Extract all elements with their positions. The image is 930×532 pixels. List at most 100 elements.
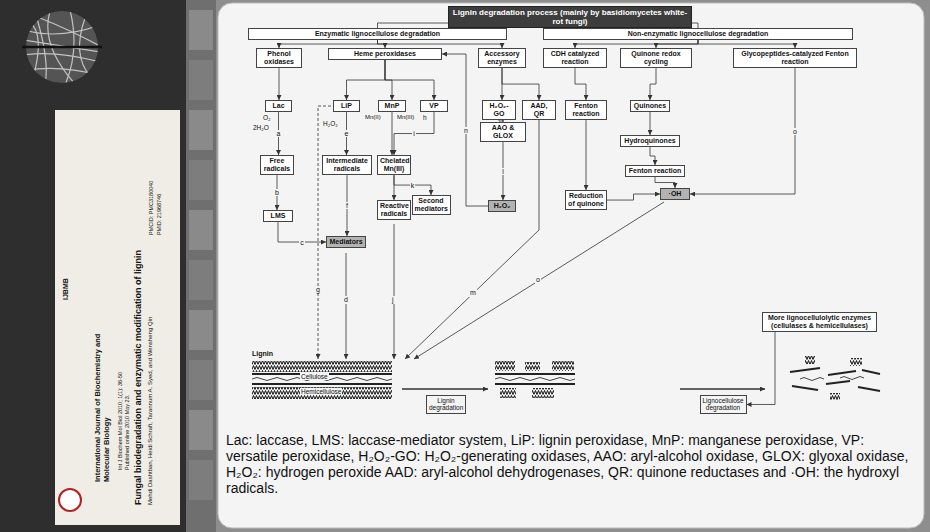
journal-cover bbox=[55, 110, 180, 525]
leader-arrow bbox=[394, 224, 395, 359]
node-text: More lignocellulolytic enzymes (cellulas… bbox=[765, 314, 874, 330]
fiber-tiles bbox=[189, 460, 213, 500]
node-text: Lac bbox=[268, 102, 289, 110]
fiber-tiles bbox=[189, 260, 213, 300]
enzyme-box: AAO & GLOX bbox=[480, 122, 526, 142]
node-text: Enzymatic lignocellulose degradation bbox=[251, 30, 504, 38]
callout-letter: g bbox=[315, 286, 321, 294]
part-label: O₂ bbox=[263, 114, 271, 121]
node-text: Mediators bbox=[329, 238, 363, 246]
node-text: LMS bbox=[266, 212, 290, 220]
connector-label: e bbox=[344, 130, 350, 137]
connector-label: b bbox=[274, 189, 280, 196]
connector bbox=[347, 60, 386, 100]
connector-label: a bbox=[276, 130, 282, 137]
journal-cover-text: Fungal biodegradation and enzymatic modi… bbox=[133, 175, 143, 505]
product-box: Second mediators bbox=[412, 195, 451, 215]
lignocellulose-delignified bbox=[525, 362, 540, 371]
leader-arrow bbox=[346, 253, 347, 359]
journal-cover-text: International Journal of Biochemistry an… bbox=[94, 332, 111, 482]
fiber-tiles bbox=[189, 110, 213, 150]
lignocellulose-degraded bbox=[826, 381, 850, 384]
node-text: Quinones bbox=[633, 102, 667, 110]
category-box: Glycopeptides-catalyzed Fenton reaction bbox=[733, 48, 857, 68]
connector bbox=[279, 40, 378, 48]
process-box: Fenton reaction bbox=[625, 165, 685, 177]
node-text: MnP bbox=[381, 102, 403, 110]
connector-label: f bbox=[345, 202, 349, 209]
process-arrow bbox=[402, 388, 765, 390]
node-text: LiP bbox=[336, 102, 357, 110]
step-box: Lignocellulose degradation bbox=[700, 395, 747, 414]
product-box: Chelated Mn(III) bbox=[377, 155, 411, 175]
sem-image bbox=[22, 10, 102, 85]
lignocellulose-degraded bbox=[828, 371, 856, 375]
enzyme-box: Lac bbox=[265, 100, 292, 112]
node-text: Lignin degradation process (mainly by ba… bbox=[451, 8, 689, 26]
fiber-tiles bbox=[189, 360, 213, 400]
connector bbox=[575, 40, 698, 48]
branch-box: Enzymatic lignocellulose degradation bbox=[248, 28, 507, 40]
node-text: Second mediators bbox=[415, 197, 448, 213]
callout-letter: m bbox=[469, 289, 477, 297]
part-label: Hemicellulose bbox=[300, 388, 342, 395]
fiber-tiles bbox=[189, 310, 213, 350]
title-box: Lignin degradation process (mainly by ba… bbox=[448, 6, 692, 28]
connector-label: c bbox=[299, 239, 305, 246]
node-text: Glycopeptides-catalyzed Fenton reaction bbox=[736, 50, 854, 66]
category-box: Quinone redox cycling bbox=[620, 48, 692, 68]
callout-letter: j bbox=[391, 296, 395, 304]
enzyme-box: LiP bbox=[333, 100, 360, 112]
lignocellulose-intact bbox=[252, 383, 392, 385]
product-box: ·OH bbox=[660, 188, 690, 200]
lignocellulose-delignified bbox=[495, 383, 575, 385]
process-box: Hydroquinones bbox=[620, 135, 680, 147]
lignocellulose-degraded bbox=[792, 386, 818, 390]
process-box: Reduction of quinone bbox=[565, 190, 607, 210]
process-box: Quinones bbox=[630, 100, 670, 112]
leader-arrow bbox=[318, 106, 664, 359]
step-box: Lignin degradation bbox=[426, 395, 466, 414]
lignocellulose-delignified bbox=[495, 361, 575, 398]
sem-image bbox=[35, 12, 46, 85]
journal-logo bbox=[59, 489, 81, 511]
leader-arrow bbox=[318, 106, 331, 359]
fiber-tiles bbox=[189, 160, 213, 200]
connector bbox=[650, 112, 651, 135]
node-text: Quinone redox cycling bbox=[623, 50, 689, 66]
product-box: Mediators bbox=[326, 236, 366, 248]
category-box: CDH catalyzed reaction bbox=[543, 48, 607, 68]
node-text: Fenton reaction bbox=[628, 167, 682, 175]
journal-cover-text: Int J Biochem Mol Biol 2010; 1(1): 36-50 bbox=[117, 310, 123, 470]
category-box: Phenol oxidases bbox=[256, 48, 302, 68]
connector bbox=[575, 68, 586, 100]
journal-cover-text: Mehdi Dashtban, Heidi Schraft, Tarannum … bbox=[147, 245, 154, 505]
lignocellulose-delignified bbox=[495, 361, 515, 371]
node-text: H₂O₂-GO bbox=[485, 102, 513, 118]
lignocellulose-degraded bbox=[805, 356, 815, 364]
part-label: Mn(III) bbox=[397, 114, 414, 121]
part-label: 2H₂O bbox=[253, 124, 269, 131]
connector bbox=[385, 60, 434, 100]
sem-image bbox=[22, 46, 102, 49]
fiber-tiles bbox=[189, 410, 213, 450]
connector-label: n bbox=[463, 127, 469, 134]
product-box: Reactive radicals bbox=[377, 200, 411, 220]
node-text: Intermediate radicals bbox=[325, 157, 369, 173]
journal-cover-text: PMCID: PMC3180040 bbox=[148, 145, 154, 235]
product-box: H₂O₂ bbox=[488, 200, 516, 212]
journal-cover-text: Published online 2010 May 23. bbox=[124, 310, 130, 470]
process-arrow bbox=[402, 388, 488, 390]
leader-arrow bbox=[414, 202, 664, 359]
sem-image bbox=[40, 18, 98, 45]
connector bbox=[279, 68, 280, 100]
fiber-tiles bbox=[189, 10, 213, 50]
process-box: Fenton reaction bbox=[565, 100, 607, 120]
node-text: Non-enzymatic lignocellulose degradation bbox=[546, 30, 850, 38]
product-box: LMS bbox=[263, 210, 293, 222]
node-text: Phenol oxidases bbox=[259, 50, 299, 66]
part-label: H₂O₂ bbox=[323, 120, 338, 127]
node-text: VP bbox=[423, 102, 445, 110]
node-text: Hydroquinones bbox=[623, 137, 677, 145]
part-label: Cellulose bbox=[300, 373, 329, 380]
